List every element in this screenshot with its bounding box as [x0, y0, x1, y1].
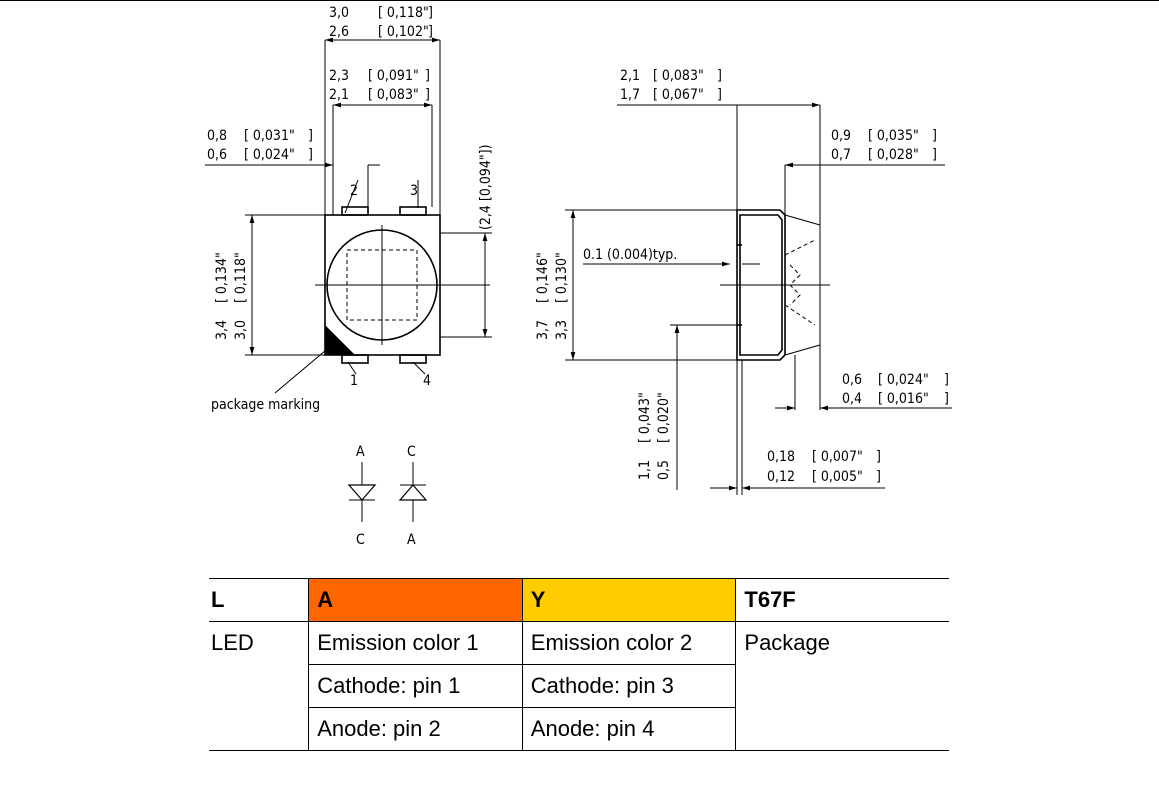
svg-text:2,6: 2,6 [329, 24, 349, 40]
svg-text:0,6: 0,6 [207, 147, 227, 163]
header-cell-a: A [308, 578, 523, 622]
diode1-icon [347, 484, 377, 501]
svg-text:[ 0,091": [ 0,091" [368, 68, 419, 84]
dim-width-outer-inch-hi: [ 0,118" [378, 5, 429, 21]
svg-text:]: ] [428, 24, 433, 40]
svg-text:3,0: 3,0 [329, 5, 349, 21]
dim-height-ref: (2,4 [0,094"]) [478, 144, 494, 230]
cell-cathode-3: Cathode: pin 3 [521, 664, 736, 708]
svg-text:0,12: 0,12 [767, 469, 795, 485]
svg-text:[ 0,146": [ 0,146" [535, 252, 551, 303]
diode2-icon [398, 484, 428, 501]
svg-text:0,18: 0,18 [767, 449, 795, 465]
lead-height-mm-lo: 0,5 [656, 460, 672, 480]
cell-empty [735, 707, 949, 751]
svg-text:[ 0,007": [ 0,007" [812, 449, 863, 465]
type-code-table: L A Y T67F LED Emission color 1 Emission… [209, 578, 949, 751]
svg-text:]: ] [717, 87, 722, 103]
package-marking-label: package marking [211, 397, 320, 413]
table-row: Cathode: pin 1 Cathode: pin 3 [209, 664, 949, 708]
pad-1 [341, 354, 369, 364]
svg-text:[ 0,035": [ 0,035" [868, 128, 919, 144]
svg-text:[ 0,016": [ 0,016" [878, 391, 929, 407]
dim-height-in-lo: [ 0,118" [233, 252, 249, 303]
svg-text:2,1: 2,1 [329, 87, 349, 103]
pin-label-1: 1 [350, 373, 358, 389]
table-row: LED Emission color 1 Emission color 2 Pa… [209, 621, 949, 665]
svg-text:]: ] [717, 68, 722, 84]
diode-schematic: A C C A [347, 444, 428, 548]
cell-emission-1: Emission color 1 [308, 621, 523, 665]
lead-height-mm-hi: 1,1 [637, 460, 653, 480]
cell-empty [735, 664, 949, 708]
svg-text:[ 0,031": [ 0,031" [244, 128, 295, 144]
table-row: Anode: pin 2 Anode: pin 4 [209, 707, 949, 751]
header-cell-y: Y [521, 578, 736, 622]
svg-text:]: ] [428, 5, 433, 21]
package-drawing: 2 3 1 4 package marking 3,02,6 [ 0,118" … [205, 5, 952, 548]
pad-4 [399, 354, 427, 364]
svg-text:]: ] [932, 128, 937, 144]
cell-anode-4: Anode: pin 4 [521, 707, 736, 751]
top-view: 2 3 1 4 package marking 3,02,6 [ 0,118" … [205, 5, 494, 413]
marking-triangle-icon [325, 325, 355, 355]
svg-text:[ 0,020": [ 0,020" [656, 392, 672, 443]
svg-text:[ 0,028": [ 0,028" [868, 147, 919, 163]
cell-cathode-1: Cathode: pin 1 [308, 664, 523, 708]
diode2-top-label: C [407, 444, 416, 460]
svg-text:[ 0,005": [ 0,005" [812, 469, 863, 485]
svg-text:[ 0,083": [ 0,083" [653, 68, 704, 84]
svg-text:]: ] [944, 391, 949, 407]
diode1-bottom-label: C [356, 532, 365, 548]
dim-width-outer-inch-lo: [ 0,102" [378, 24, 429, 40]
typ-label: 0.1 (0.004)typ. [583, 247, 677, 263]
pad-2 [341, 206, 369, 216]
svg-text:[ 0,024": [ 0,024" [244, 147, 295, 163]
dim-height-in-hi: [ 0,134" [214, 252, 230, 303]
table-header-row: L A Y T67F [209, 578, 949, 622]
cell-package: Package [735, 621, 949, 665]
diode1-top-label: A [356, 444, 365, 460]
cell-empty [209, 665, 309, 708]
svg-text:[ 0,024": [ 0,024" [878, 372, 929, 388]
cell-emission-2: Emission color 2 [521, 621, 736, 665]
svg-text:]: ] [944, 372, 949, 388]
pin-label-3: 3 [410, 183, 418, 199]
diode2-bottom-label: A [407, 532, 416, 548]
side-height-mm-hi: 3,7 [535, 320, 551, 340]
svg-text:]: ] [876, 469, 881, 485]
svg-text:]: ] [932, 147, 937, 163]
svg-text:]: ] [308, 128, 313, 144]
svg-text:2,1: 2,1 [620, 68, 640, 84]
svg-text:2,3: 2,3 [329, 68, 349, 84]
svg-text:1,7: 1,7 [620, 87, 640, 103]
side-height-mm-lo: 3,3 [554, 320, 570, 340]
dim-height-mm-lo: 3,0 [233, 320, 249, 340]
svg-text:]: ] [876, 449, 881, 465]
svg-text:0,6: 0,6 [842, 372, 862, 388]
cell-led: LED [211, 630, 254, 656]
svg-text:0,4: 0,4 [842, 391, 862, 407]
top-rule [0, 0, 1159, 1]
svg-text:0,9: 0,9 [831, 128, 851, 144]
svg-text:[ 0,067": [ 0,067" [653, 87, 704, 103]
svg-text:[ 0,130": [ 0,130" [554, 252, 570, 303]
svg-text:]: ] [425, 87, 430, 103]
header-cell-t67f: T67F [735, 578, 949, 622]
svg-text:0,7: 0,7 [831, 147, 851, 163]
pin-label-4: 4 [423, 373, 431, 389]
dim-height-mm-hi: 3,4 [214, 320, 230, 340]
pad-3 [399, 206, 427, 216]
svg-text:]: ] [425, 68, 430, 84]
side-view: 2,1 1,7 [ 0,083" [ 0,067" ]] 0,9 0,7 [ 0,03… [535, 68, 952, 495]
svg-text:[ 0,043": [ 0,043" [637, 392, 653, 443]
cell-anode-2: Anode: pin 2 [308, 707, 523, 751]
header-cell-l: L [209, 578, 309, 622]
cell-empty [209, 707, 309, 751]
svg-text:0,8: 0,8 [207, 128, 227, 144]
svg-text:[ 0,083": [ 0,083" [368, 87, 419, 103]
svg-text:]: ] [308, 147, 313, 163]
